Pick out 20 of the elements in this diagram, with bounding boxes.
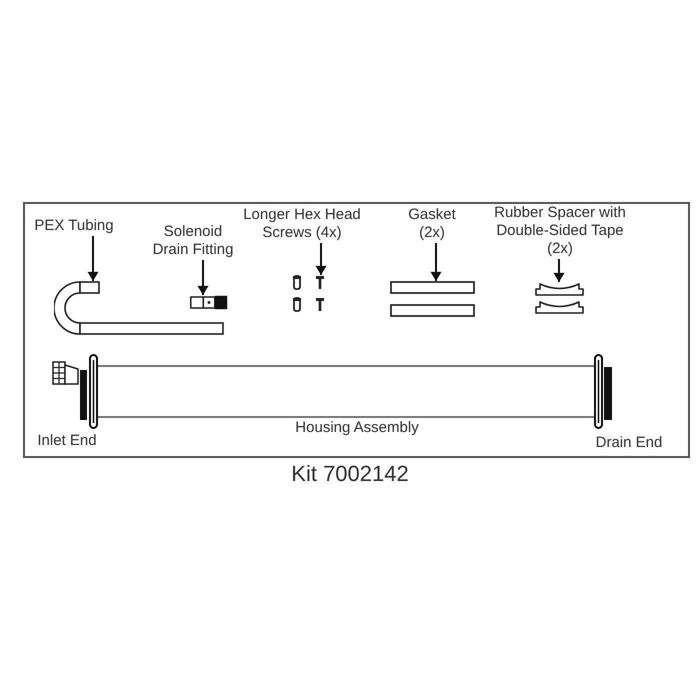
leader-arrow [554,259,564,282]
leader-arrow [88,236,98,281]
leader-arrow [316,243,326,275]
drain-fitting-drawing [190,295,228,310]
leader-arrow [430,243,442,281]
kit-frame [23,202,690,458]
rubber-spacer-drawing [535,282,584,314]
part-label: Housing Assembly [294,419,420,437]
part-label: PEX Tubing [29,217,119,235]
part-label: Drain End [594,434,664,452]
part-label: Rubber Spacer with Double-Sided Tape (2x) [485,204,635,258]
part-label: Longer Hex Head Screws (4x) [237,206,367,242]
leader-arrow [198,260,208,295]
hex-screws-drawing [291,275,326,313]
caption: Kit 7002142 [290,460,410,488]
part-label: Gasket (2x) [402,206,462,242]
pex-tubing-drawing [54,281,224,335]
part-label: Inlet End [36,432,98,450]
gasket-drawing [390,281,475,317]
part-label: Solenoid Drain Fitting [148,223,238,259]
